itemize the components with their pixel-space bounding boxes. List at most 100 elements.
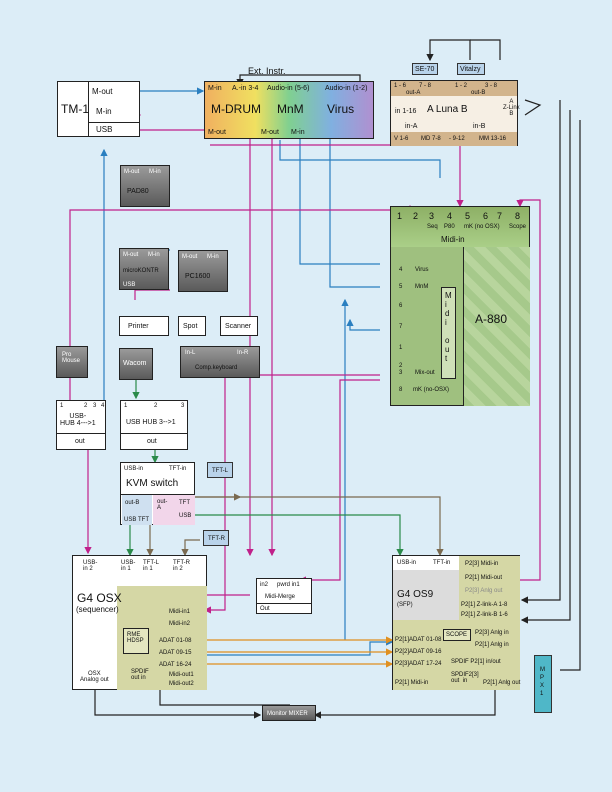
g4-osx-box: USB- in 2 USB- in 1 TFT-L in 1 TFT-R in … (72, 555, 207, 690)
pc1600-box: M-out M-in PC1600 (178, 250, 228, 292)
virus-audio-in: Audio-in (1-2) (325, 85, 368, 92)
luna-in-b: in-B (473, 123, 486, 130)
luna-r16: 1 - 6 (394, 83, 407, 89)
os9-adat3: ADAT 17-24 (409, 661, 442, 667)
osx-midi-in1: Midi-in1 (169, 609, 191, 615)
a880-mk-noosx: mK (no-OSX) (413, 387, 450, 393)
mdrum-a-in: A.-in 3-4 (232, 85, 259, 92)
se70-box: SE-70 (412, 63, 438, 75)
osx-midi-out1: Midi-out1 (169, 672, 194, 678)
a880-row5: 5 (399, 284, 403, 290)
osx-tftr-in2: TFT-R in 2 (173, 560, 190, 572)
a880-row2: 2 (399, 363, 403, 369)
os9-spdif: SPDIF P2[1] in/out (451, 659, 501, 665)
a880-n3: 3 (429, 211, 435, 221)
hub3-p3: 3 (181, 403, 185, 409)
luna-r38: 3 - 8 (485, 83, 498, 89)
a880-n2: 2 (413, 211, 419, 221)
os9-scope: SCOPE (443, 629, 471, 641)
os9-adat1: ADAT 01-08 (409, 637, 442, 643)
luna-r12: 1 - 2 (455, 83, 468, 89)
tm1-usb: USB (96, 125, 113, 134)
a880-n6: 6 (483, 211, 489, 221)
hub4-p3: 3 (93, 403, 97, 409)
luna-box: 1 - 6 7 - 8 1 - 2 3 - 8 out-A out-B in 1… (390, 80, 520, 146)
a880-row6: 6 (399, 303, 403, 309)
merge-out: Out (260, 606, 270, 612)
tft-l-box: TFT-L (207, 462, 233, 478)
a880-scope: Scope (509, 224, 527, 230)
osx-usb-in2: USB- in 2 (83, 560, 98, 572)
mdrum-m-in: M-in (208, 85, 222, 92)
microkontr-m-in: M-in (148, 252, 160, 258)
usb-hub3: 1 2 3 USB HUB 3-->1 out (120, 400, 188, 450)
osx-subtitle: (sequencer) (76, 605, 119, 614)
pc1600-m-in: M-in (207, 254, 219, 260)
pc1600-m-out: M-out (182, 254, 198, 260)
osx-adat1: ADAT 01-08 (159, 638, 192, 644)
hub3-out: out (147, 438, 157, 445)
a880-n7: 7 (497, 211, 503, 221)
compkbd-label: Comp.keyboard (195, 365, 238, 371)
a880-n8: 8 (515, 211, 521, 221)
osx-rme-hdsp: RME HDSP (123, 628, 149, 654)
a880-virus: Virus (415, 267, 429, 273)
a880-n5: 5 (465, 211, 471, 221)
kvm-tft-b: TFT (138, 517, 149, 523)
os9-tft-in: TFT-in (433, 560, 451, 566)
compkbd-in-l: In-L (185, 350, 196, 356)
hub3-p1: 1 (124, 403, 128, 409)
osx-spdif: SPDIF out in (131, 669, 149, 681)
virus-label: Virus (327, 102, 355, 116)
mpx1-box: M P X 1 (534, 655, 552, 713)
pc1600-label: PC1600 (185, 273, 211, 280)
a880-box: 1 2 3 4 5 6 7 8 Seq P80 mK (no OSX) Scop… (390, 206, 530, 406)
os9-p23-midi-in: P2[3] Midi-in (465, 561, 499, 567)
luna-md78: MD 7-8 (421, 136, 441, 142)
pad80-box: M-out M-in PAD80 (120, 165, 170, 207)
a880-row7: 7 (399, 324, 403, 330)
osx-tftl-in1: TFT-L in 1 (143, 560, 159, 572)
compkbd-in-r: In-R (237, 350, 249, 356)
merge-in2: in2 (260, 582, 269, 588)
os9-p23-anlg-out: P2[3] Anlg out (465, 588, 503, 594)
luna-z-link: A Z-Link B (503, 99, 520, 117)
kvm-tft-a: TFT (179, 500, 190, 506)
os9-sfp: (SFP) (397, 602, 413, 608)
os9-adat2: ADAT 09-16 (409, 649, 442, 655)
microkontr-box: M-out M-in microKONTR USB (119, 248, 169, 290)
a880-p80: P80 (444, 224, 455, 230)
mnm-audio-in: Audio-in (5-6) (267, 85, 310, 92)
os9-p23-anlg-in: P2[3] Anlg in (475, 630, 509, 636)
a880-midi-out: M i d i o u t (441, 287, 456, 379)
luna-title: A Luna B (427, 104, 468, 115)
tft-r-box: TFT-R (203, 530, 229, 546)
a880-title: A-880 (475, 312, 508, 326)
merge-pwrd: pwrd in1 (277, 582, 300, 588)
microkontr-m-out: M-out (123, 252, 139, 258)
printer-box: Printer (119, 316, 169, 336)
kvm-out-a: out- A (157, 499, 168, 511)
a880-seq: Seq (427, 224, 438, 230)
a880-midi-in: Midi-in (441, 235, 465, 244)
osx-midi-in2: Midi-in2 (169, 621, 191, 627)
mnm-label: MnM (277, 102, 304, 116)
osx-adat2: ADAT 09-15 (159, 650, 192, 656)
compkeyboard-box: In-L In-R Comp.keyboard (180, 346, 260, 378)
tm1-title: TM-1 (61, 102, 89, 116)
os9-p21-anlg-in: P2[1] Anlg in (475, 642, 509, 648)
midi-merge-box: in2 pwrd in1 Midi-Merge Out (256, 578, 312, 614)
osx-adat3: ADAT 16-24 (159, 662, 192, 668)
a880-row8: 8 (399, 387, 403, 393)
a880-n1: 1 (397, 211, 403, 221)
hub3-label: USB HUB 3-->1 (126, 419, 176, 426)
kvm-tft-in: TFT-in (169, 466, 187, 472)
tm1-m-in: M-in (96, 107, 112, 116)
kvm-title: KVM switch (126, 478, 179, 489)
luna-in-a: in-A (405, 123, 418, 130)
os9-spdif23: SPDIF2[3] out in (451, 672, 479, 684)
hub4-out: out (75, 438, 85, 445)
microkontr-usb: USB (123, 282, 136, 288)
scanner-box: Scanner (220, 316, 258, 336)
usb-hub4: 1 2 3 4 USB- HUB 4--->1 out (56, 400, 106, 450)
